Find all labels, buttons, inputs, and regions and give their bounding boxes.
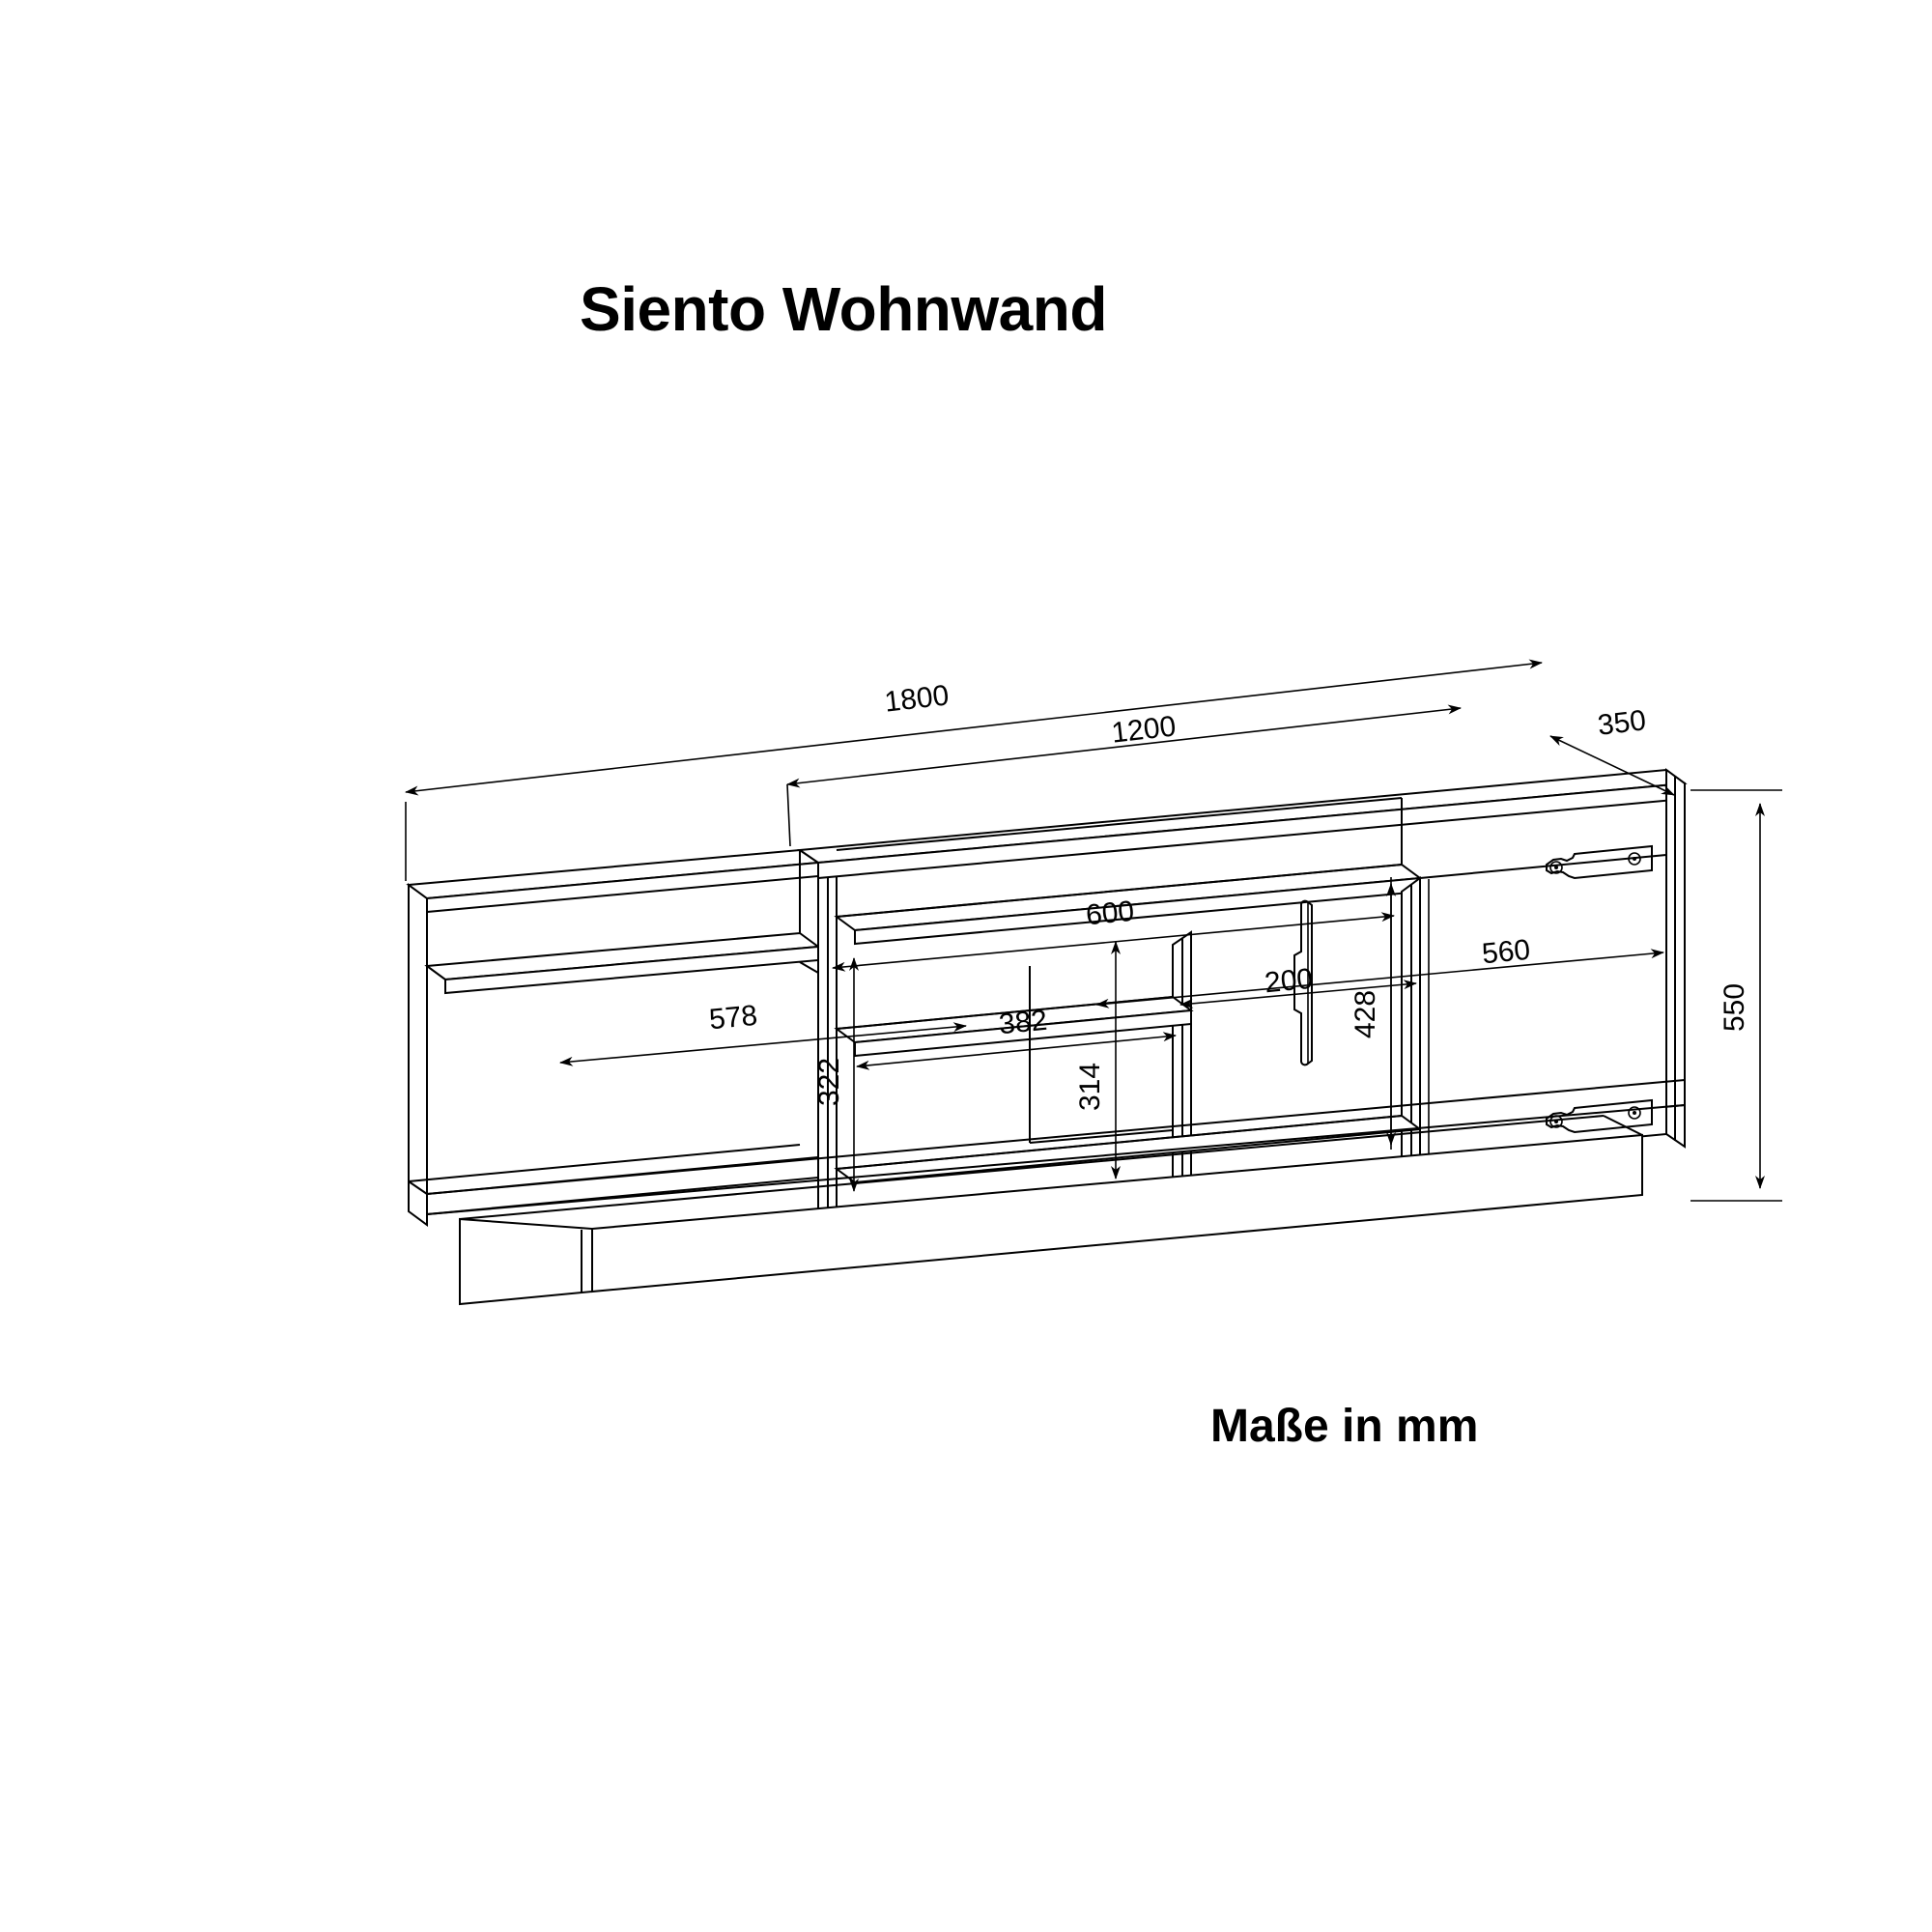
dim-label-560: 560 — [1481, 934, 1532, 971]
dim-label-382: 382 — [998, 1005, 1049, 1041]
dim-label-1800: 1800 — [883, 679, 951, 718]
dim-line-1800 — [405, 659, 1543, 796]
plinth-left-return — [459, 1217, 593, 1306]
dim-label-600: 600 — [1085, 895, 1136, 932]
main-top-board — [797, 768, 1688, 865]
ext-line-1200-left — [786, 783, 791, 847]
units-note: Maße in mm — [1210, 1401, 1479, 1452]
dim-line-1200 — [786, 704, 1462, 788]
dim-label-428: 428 — [1350, 990, 1381, 1038]
cabinet-geometry — [406, 768, 1688, 1306]
plinth-front — [591, 1133, 1643, 1293]
base-board-front-bottom — [426, 1104, 1686, 1215]
upper-compartment-back-top — [836, 797, 1403, 851]
dim-label-1200: 1200 — [1110, 710, 1178, 749]
center-bay-back-bottom — [1029, 1129, 1174, 1144]
plinth-right-end — [1603, 1115, 1643, 1136]
main-top-board-edge — [817, 781, 1686, 880]
left-interior-floor-back — [799, 961, 819, 974]
dim-label-578: 578 — [708, 1000, 759, 1037]
dim-label-550: 550 — [1719, 983, 1750, 1032]
dim-label-314: 314 — [1074, 1063, 1106, 1111]
door-hinge-upper-icon — [1546, 844, 1653, 880]
left-bottom-back-line — [408, 1144, 801, 1182]
dim-line-560 — [1095, 949, 1664, 1009]
base-board-front-top — [426, 1079, 1686, 1195]
page-title: Siento Wohnwand — [580, 274, 1107, 344]
dim-label-322: 322 — [813, 1058, 845, 1106]
upper-shelf-backline — [836, 864, 1403, 918]
dim-label-200: 200 — [1264, 963, 1315, 1000]
dimension-annotations: 1800 1200 350 600 578 322 382 314 200 42… — [405, 659, 1782, 1202]
dim-line-350 — [1549, 735, 1675, 796]
left-side-panel — [408, 883, 428, 1227]
left-bottom-left-edge — [408, 1180, 428, 1195]
plinth-top-edge — [459, 1115, 1605, 1220]
dim-line-382 — [856, 1032, 1177, 1070]
dim-label-350: 350 — [1596, 704, 1647, 741]
left-shelf-left-edge — [426, 965, 446, 993]
